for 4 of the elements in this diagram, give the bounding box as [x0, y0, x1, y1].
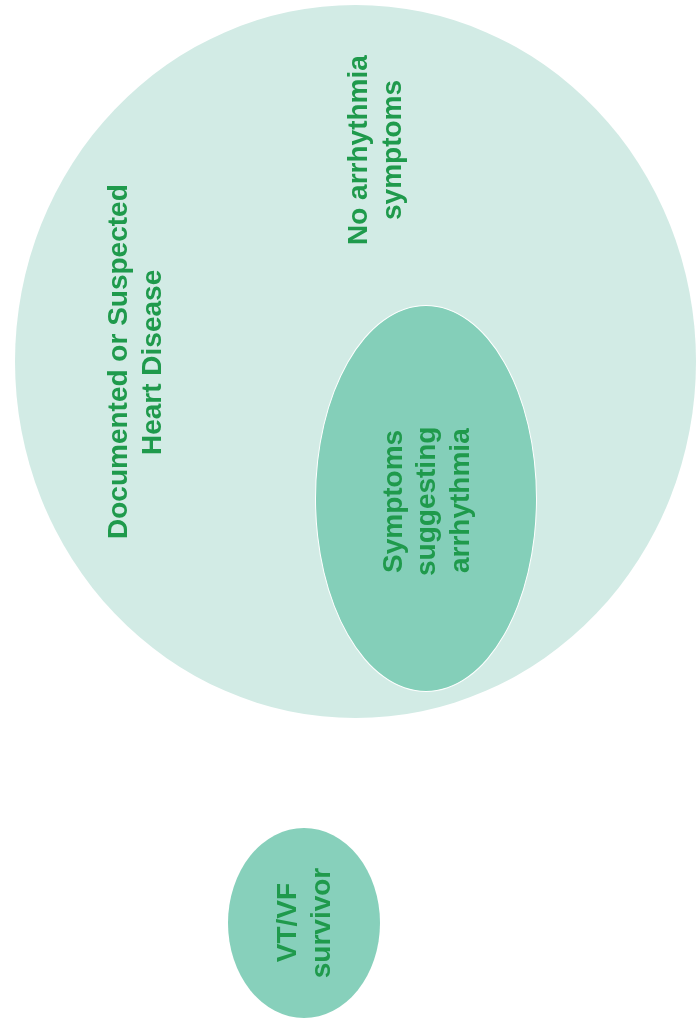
set-label: Documented or Suspected Heart Disease — [101, 184, 168, 540]
subset-label: Symptoms suggesting arrhythmia — [375, 425, 476, 578]
set-label: No arrhythmia symptoms — [341, 54, 408, 247]
set-label: VT/VF survivor — [270, 867, 337, 979]
